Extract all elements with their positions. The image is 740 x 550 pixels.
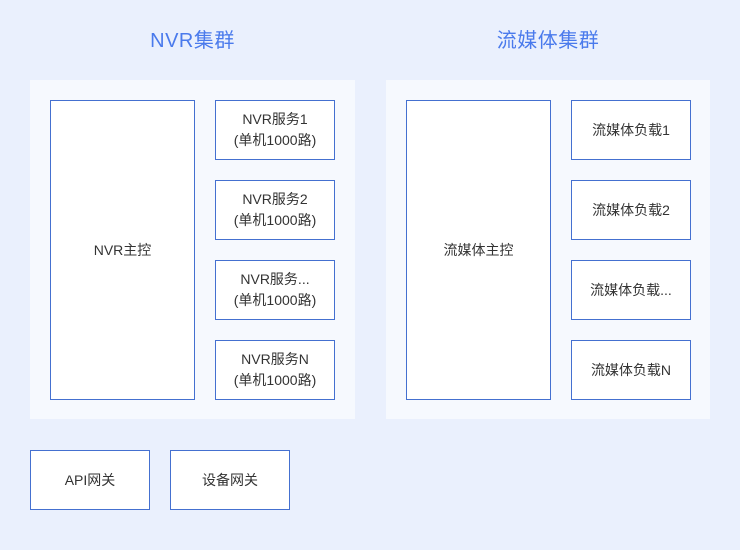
node-nvr-master[interactable]: NVR主控 <box>50 100 195 400</box>
node-nvr-service-2[interactable]: NVR服务2 (单机1000路) <box>215 180 335 240</box>
node-label-line1: 流媒体负载N <box>590 361 672 378</box>
node-label-line2: (单机1000路) <box>233 292 317 308</box>
node-label-line2: (单机1000路) <box>233 212 317 228</box>
node-label-line1: NVR服务1 <box>242 111 308 127</box>
node-media-master[interactable]: 流媒体主控 <box>406 100 551 400</box>
node-label-line2: (单机1000路) <box>233 372 317 388</box>
cluster-panel-media: 流媒体主控 流媒体负载1 流媒体负载2 流媒体负载... 流媒体负载N <box>386 80 710 419</box>
node-label-line1: 流媒体负载1 <box>592 121 670 138</box>
node-label-line1: NVR服务N <box>241 351 309 367</box>
node-nvr-service-ellipsis[interactable]: NVR服务... (单机1000路) <box>215 260 335 320</box>
node-nvr-service-1[interactable]: NVR服务1 (单机1000路) <box>215 100 335 160</box>
cluster-title-media: 流媒体集群 <box>496 30 600 52</box>
node-device-gateway[interactable]: 设备网关 <box>170 450 290 510</box>
node-media-load-1[interactable]: 流媒体负载1 <box>571 100 691 160</box>
node-label: NVR主控 <box>93 241 152 258</box>
node-label: API网关 <box>64 471 116 488</box>
node-label-line1: NVR服务... <box>240 271 310 287</box>
node-media-load-n[interactable]: 流媒体负载N <box>571 340 691 400</box>
node-api-gateway[interactable]: API网关 <box>30 450 150 510</box>
cluster-title-nvr: NVR集群 <box>150 30 235 52</box>
cluster-panel-nvr: NVR主控 NVR服务1 (单机1000路) NVR服务2 (单机1000路) … <box>30 80 355 419</box>
node-label-line1: NVR服务2 <box>242 191 308 207</box>
node-label-line2: (单机1000路) <box>233 132 317 148</box>
node-label: 流媒体主控 <box>443 241 514 258</box>
node-nvr-service-n[interactable]: NVR服务N (单机1000路) <box>215 340 335 400</box>
node-media-load-ellipsis[interactable]: 流媒体负载... <box>571 260 691 320</box>
node-label: 设备网关 <box>202 471 258 488</box>
node-media-load-2[interactable]: 流媒体负载2 <box>571 180 691 240</box>
node-label-line1: 流媒体负载2 <box>592 201 670 218</box>
node-label-line1: 流媒体负载... <box>590 281 672 298</box>
